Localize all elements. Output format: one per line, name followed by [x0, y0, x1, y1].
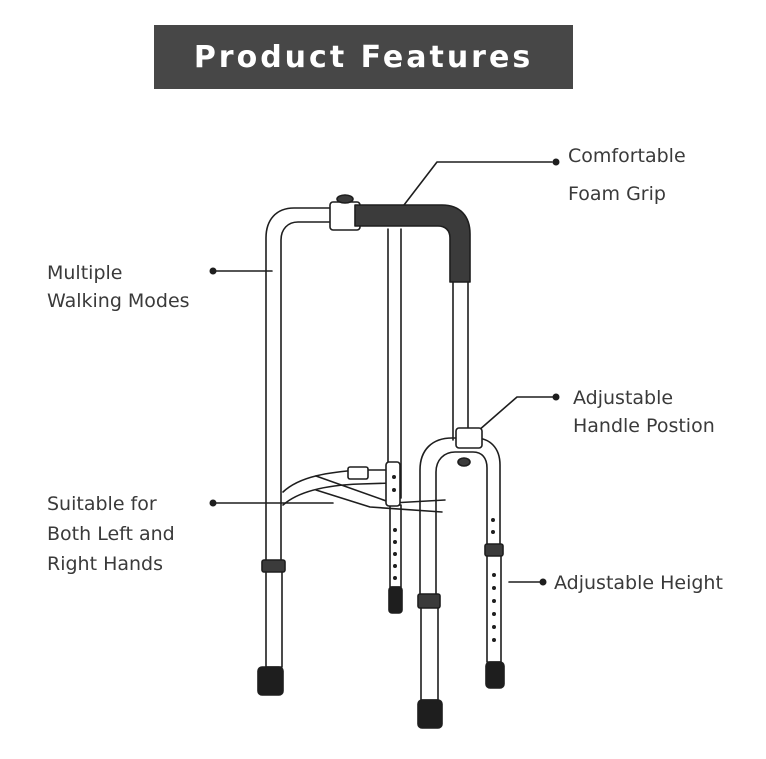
- triangle-brace: [315, 475, 446, 513]
- feature-hands-line1: Suitable for: [47, 493, 157, 515]
- title-banner: Product Features: [154, 25, 573, 89]
- left-frame-inner: [280, 221, 333, 564]
- left-foot: [257, 666, 284, 696]
- feature-handle-position-line2: Handle Postion: [573, 415, 715, 437]
- page-title: Product Features: [193, 39, 534, 75]
- top-knob: [336, 194, 354, 204]
- callout-dot: [209, 499, 217, 507]
- front-frame-inner: [435, 451, 488, 601]
- callout-dot: [552, 393, 560, 401]
- feature-handle-position: Adjustable Handle Postion: [573, 384, 715, 440]
- feature-height: Adjustable Height: [554, 569, 723, 597]
- handle-knob: [457, 457, 471, 467]
- feature-hands-line2: Both Left and: [47, 523, 175, 545]
- front-foot: [417, 699, 443, 729]
- callout-line-handle-position: [477, 396, 556, 432]
- front-leg-lower: [420, 599, 439, 701]
- brace-clip-1: [347, 466, 369, 480]
- feature-foam-grip-line1: Comfortable: [568, 145, 686, 167]
- feature-hands-line3: Right Hands: [47, 553, 164, 575]
- feature-handle-position-line1: Adjustable: [573, 387, 674, 409]
- feature-walking-modes: Multiple Walking Modes: [47, 259, 190, 315]
- brace-clip-2: [385, 461, 401, 507]
- front-leg-collar: [417, 593, 441, 609]
- feature-walking-modes-line1: Multiple: [47, 262, 123, 284]
- feature-foam-grip: Comfortable Foam Grip: [568, 142, 686, 208]
- left-leg-collar: [261, 559, 286, 573]
- right-foot: [485, 661, 505, 689]
- back-right-lower: [389, 504, 402, 588]
- foam-grip: [354, 204, 471, 283]
- feature-foam-grip-line2: Foam Grip: [568, 183, 666, 205]
- callout-dot: [539, 578, 547, 586]
- handle-clamp: [455, 427, 483, 449]
- back-right-foot: [388, 586, 403, 614]
- feature-walking-modes-line2: Walking Modes: [47, 290, 190, 312]
- back-right-tube: [387, 228, 402, 499]
- feature-hands: Suitable for Both Left and Right Hands: [47, 490, 175, 578]
- right-leg-lower: [486, 547, 502, 663]
- adjustment-holes: [392, 475, 496, 642]
- right-leg-collar: [484, 543, 504, 557]
- left-leg-lower: [265, 562, 283, 668]
- callout-dot: [209, 267, 217, 275]
- left-frame-outer: [265, 207, 336, 564]
- callout-line-foam-grip: [403, 161, 553, 206]
- callout-dot: [552, 158, 560, 166]
- feature-height-line1: Adjustable Height: [554, 572, 723, 594]
- cross-brace: [282, 469, 396, 506]
- right-frame-tube: [452, 279, 469, 441]
